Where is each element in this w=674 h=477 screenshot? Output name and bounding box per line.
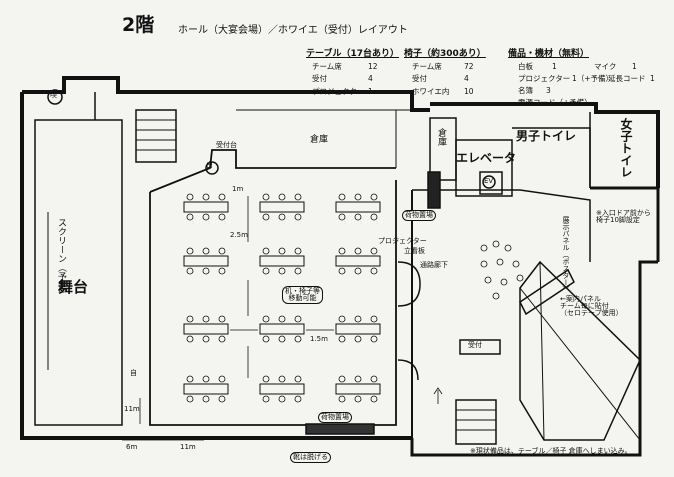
storage-bottom-label: 荷物置場 [318, 412, 352, 423]
mens-toilet-label: 男子トイレ [516, 129, 577, 143]
mark-circle-top-left [47, 89, 63, 105]
legend-equipment-item-1-value: 1 [552, 62, 557, 71]
corridor-label: 通路廊下 [420, 261, 448, 269]
table [335, 201, 381, 213]
legend-tables-header: テーブル（17台あり） [306, 49, 399, 59]
table [183, 383, 229, 395]
desk-movable-label: 机・椅子等 移動可能 [282, 286, 323, 304]
table [259, 255, 305, 267]
hall-top-wall [149, 149, 396, 193]
legend-chairs-item-1-value: 72 [464, 62, 474, 71]
legend-equipment-item-4-label: 延長コード [608, 74, 646, 83]
reception-counter [459, 339, 501, 355]
legend-equipment-item-5-label: 名簿 [518, 86, 533, 95]
stage-label: 舞台 [58, 278, 89, 296]
table [335, 255, 381, 267]
legend-chairs-item-1-label: チーム席 [412, 62, 442, 71]
legend-equipment-item-1-label: 白板 [518, 62, 533, 71]
whiteboard-mark: 白 [206, 161, 213, 169]
legend-chairs-header: 椅子（約300あり） [404, 49, 486, 59]
legend-equipment-item-2-label: マイク [594, 62, 617, 71]
dim-2-5m: 2.5m [230, 231, 248, 239]
dim-11m-bottom: 11m [180, 443, 196, 451]
legend-equipment-item-3-value: 1（+予備） [572, 74, 614, 83]
legend-equipment-item-4-value: 1 [650, 74, 655, 83]
elevator-block [455, 139, 513, 197]
note-bottom: ※現状備品は、テーブル／椅子 倉庫へしまい込み。 [470, 447, 632, 455]
staircase-bottom-right [455, 399, 497, 445]
note-right-slope: ←案内パネル チーム毎に貼付 （セロテープ使用） [560, 295, 623, 317]
escalator-area [519, 260, 641, 441]
panel-right-label: 展示パネル（ポスター） [562, 216, 570, 293]
door-1 [397, 261, 421, 285]
dim-1m: 1m [232, 185, 244, 193]
legend-equipment-item-5-value: 3 [546, 86, 551, 95]
staircase-top-left [135, 109, 177, 163]
dim-1-5m: 1.5m [310, 335, 328, 343]
dim-11m: 11m [124, 405, 140, 413]
legend-tables-item-1-value: 12 [368, 62, 378, 71]
ev-box [479, 171, 503, 195]
door-2 [397, 283, 421, 307]
outer-wall-right-bottom [410, 260, 658, 457]
reception-label: 受付 [468, 341, 482, 349]
shoes-note: 靴は脱げる [290, 452, 331, 463]
legend-tables-item-2-label: 受付 [312, 74, 327, 83]
projector-label: プロジェクター [378, 237, 427, 245]
mark-circle-hall [205, 161, 219, 175]
page-subtitle: ホール（大宴会場）／ホワイエ（受付）レイアウト [178, 25, 408, 36]
note-right: ※入口ドア前から 椅子10脚設定 [596, 209, 651, 224]
stage-outline [34, 119, 123, 426]
warehouse-hall-label: 倉庫 [310, 135, 329, 145]
legend-tables-item-2-value: 4 [368, 74, 373, 83]
womens-toilet-label: 女子トイレ [619, 118, 633, 178]
legend-chairs-item-2-label: 受付 [412, 74, 427, 83]
ev-circle [482, 175, 496, 189]
table [183, 323, 229, 335]
podium-label: 受付台 [216, 141, 237, 149]
page-title: 2階 [122, 14, 155, 36]
legend-equipment-item-2-value: 1 [632, 62, 637, 71]
ev-label: EV [484, 177, 494, 185]
standing-sign-label: 立看板 [404, 247, 425, 255]
dim-6m: 6m [126, 443, 138, 451]
table [259, 323, 305, 335]
table [335, 383, 381, 395]
storage-strip-bottom [305, 423, 375, 435]
table [335, 323, 381, 335]
panel-area [519, 268, 575, 316]
table [183, 255, 229, 267]
storage-strip-top [427, 171, 441, 209]
legend-chairs-item-2-value: 4 [464, 74, 469, 83]
chairs-group [186, 193, 524, 403]
legend-chairs-item-3-label: ホワイエ内 [412, 87, 450, 96]
legend-equipment-header: 備品・機材（無料） [508, 49, 590, 59]
mark-top-left: 喫 [50, 91, 57, 99]
warehouse-right-label: 倉庫 [436, 128, 446, 146]
dimension-lines [122, 196, 443, 441]
table [259, 383, 305, 395]
door-3 [397, 359, 419, 381]
outer-wall-top-right [430, 102, 660, 188]
hall-outline [149, 180, 397, 426]
legend-equipment-item-3-label: プロジェクター [518, 74, 571, 83]
legend-tables-item-1-label: チーム席 [312, 62, 342, 71]
outer-wall-top-left [22, 76, 430, 112]
legend-chairs-item-3-value: 10 [464, 87, 474, 96]
storage-top-label: 荷物置場 [402, 210, 436, 221]
elevator-label: エレベータ [456, 151, 517, 165]
tables-group [183, 201, 381, 395]
table [183, 201, 229, 213]
foyer-top [412, 189, 591, 262]
table [259, 201, 305, 213]
outer-wall-left-bottom [20, 92, 412, 440]
mark-small: 自 [130, 369, 137, 377]
screen-label: スクリーン（予定） [56, 218, 66, 299]
